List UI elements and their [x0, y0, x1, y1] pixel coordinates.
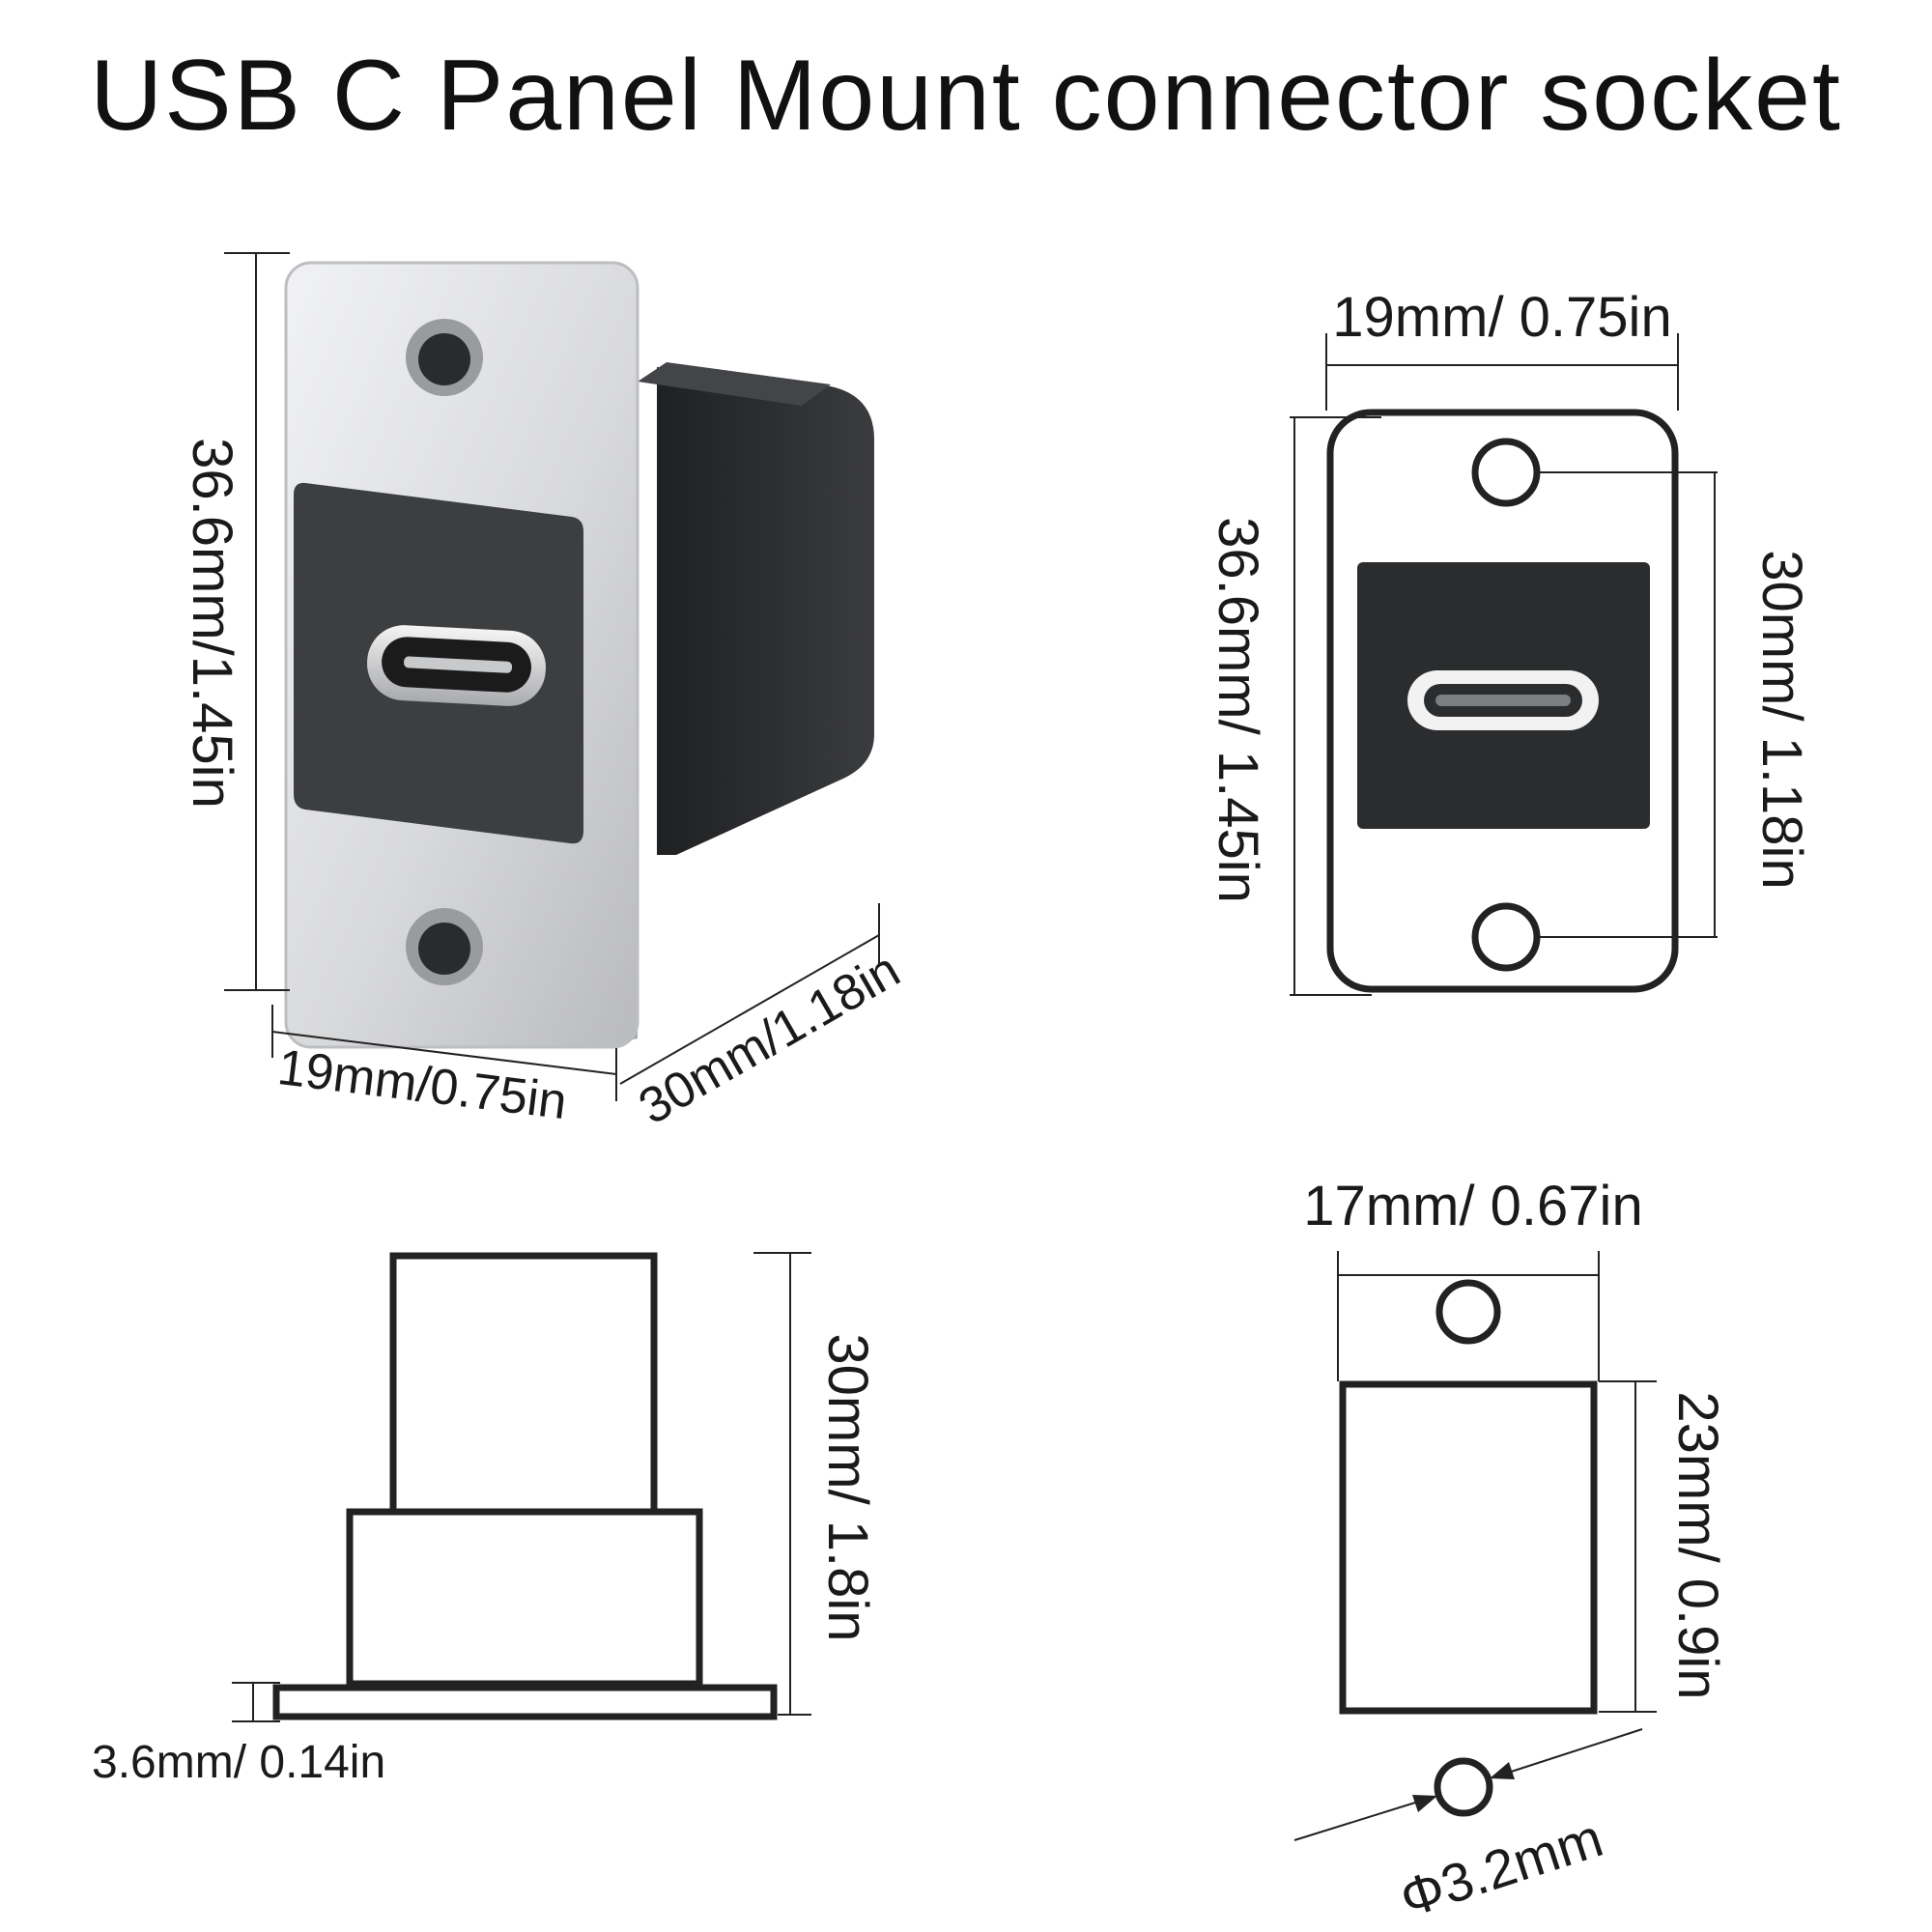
photo-view: 36.6mm/1.45in 19mm/0.75in 30mm/1.18in — [181, 252, 909, 1136]
side-mid-body — [346, 1508, 703, 1688]
rear-view: 17mm/ 0.67in 23mm/ 0.9in Φ3.2mm — [1293, 1175, 1729, 1929]
connector-body — [657, 367, 874, 855]
front-width-label: 19mm/ 0.75in — [1332, 286, 1671, 349]
side-flange-label: 3.6mm/ 0.14in — [92, 1737, 385, 1788]
rear-bottom-hole — [1434, 1757, 1493, 1817]
rear-body-outline — [1339, 1380, 1598, 1715]
rear-width-label: 17mm/ 0.67in — [1303, 1175, 1642, 1237]
side-flange — [272, 1684, 778, 1720]
front-top-hole — [1471, 438, 1541, 507]
front-bottom-hole — [1471, 902, 1541, 972]
front-hole-spacing-label: 30mm/ 1.18in — [1750, 550, 1813, 889]
side-rear-body — [389, 1252, 658, 1516]
side-height-label: 30mm/ 1.8in — [816, 1333, 879, 1641]
photo-depth-label: 30mm/1.18in — [630, 942, 909, 1136]
photo-width-label: 19mm/0.75in — [274, 1039, 569, 1130]
page-title: USB C Panel Mount connector socket — [90, 40, 1842, 152]
rear-height-label: 23mm/ 0.9in — [1666, 1391, 1729, 1699]
connector-body-top — [638, 362, 831, 406]
rear-hole-diameter-label: Φ3.2mm — [1393, 1806, 1610, 1929]
side-view: 30mm/ 1.8in 3.6mm/ 0.14in — [92, 1252, 879, 1788]
front-view: 19mm/ 0.75in 36.6mm/ 1.45in 30mm/ 1.18in — [1207, 286, 1813, 996]
photo-height-label: 36.6mm/1.45in — [181, 438, 243, 809]
front-height-label: 36.6mm/ 1.45in — [1207, 517, 1269, 903]
rear-top-hole — [1435, 1279, 1501, 1345]
